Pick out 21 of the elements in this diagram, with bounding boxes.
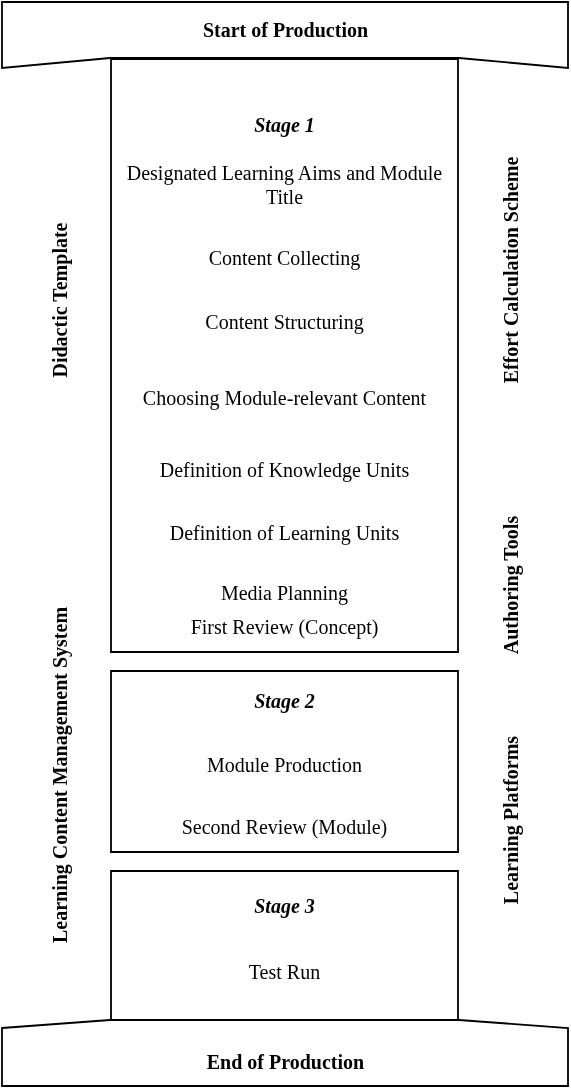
banner-text: End of Production (205, 1050, 366, 1074)
step-text: Choosing Module-relevant Content (141, 386, 428, 410)
step-text: Module Production (206, 753, 363, 777)
stage-heading: Stage 3 (253, 894, 316, 918)
step-text: Content Structuring (204, 310, 365, 334)
step-text: Content Collecting (207, 246, 362, 270)
side-label: Effort Calculation Scheme (499, 156, 523, 384)
side-label: Didactic Template (48, 222, 72, 378)
stage-heading: Stage 2 (253, 689, 316, 713)
step-text: Media Planning (219, 581, 350, 605)
banner-text: Start of Production (201, 18, 370, 42)
step-text: Definition of Knowledge Units (158, 458, 411, 482)
step-text: Definition of Learning Units (168, 521, 401, 545)
side-label: Learning Platforms (499, 735, 523, 905)
step-text: Designated Learning Aims and Module Title (125, 161, 444, 209)
side-label: Learning Content Management System (48, 606, 72, 944)
side-label: Authoring Tools (499, 515, 523, 655)
step-text: Second Review (Module) (180, 815, 389, 839)
stage-heading: Stage 1 (253, 113, 316, 137)
step-text: First Review (Concept) (189, 615, 380, 639)
step-text: Test Run (247, 960, 322, 984)
